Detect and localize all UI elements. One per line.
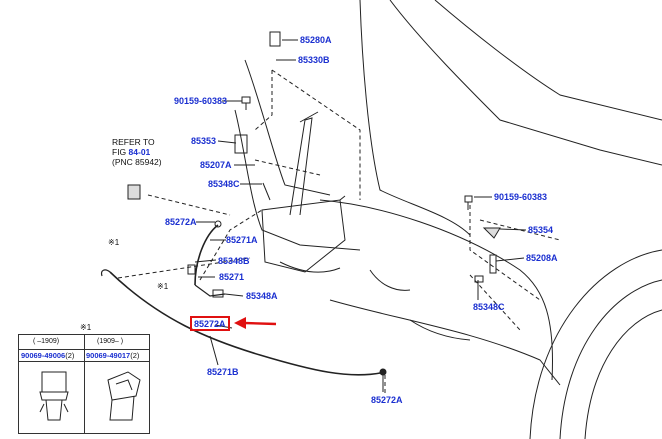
refer-note-fig-prefix: FIG bbox=[112, 147, 129, 157]
part-label-85330B[interactable]: 85330B bbox=[298, 55, 330, 65]
clip-85348B bbox=[187, 264, 196, 275]
part-label-85280A[interactable]: 85280A bbox=[300, 35, 332, 45]
part-label-85271[interactable]: 85271 bbox=[219, 272, 245, 282]
part-label-90159-60383-right[interactable]: 90159-60383 bbox=[494, 192, 548, 202]
body-line bbox=[359, 0, 471, 236]
part-label-85272A-highlighted[interactable]: 85272A bbox=[194, 319, 226, 329]
clip-85348A bbox=[212, 289, 224, 298]
inset-right-part-number[interactable]: 90069-49017 bbox=[86, 351, 131, 360]
bumper-line bbox=[319, 199, 553, 381]
panel-line bbox=[234, 109, 361, 251]
clip-85272A-1 bbox=[214, 220, 222, 228]
footnote-mark-3: ※1 bbox=[80, 323, 92, 332]
fog-opening bbox=[369, 269, 411, 291]
inset-left-qty: (2) bbox=[65, 351, 75, 360]
wheel-arch-inner bbox=[559, 279, 662, 439]
highlight-box bbox=[190, 316, 230, 331]
nozzle-85354 bbox=[482, 227, 501, 239]
hose-85271 bbox=[194, 224, 219, 286]
pump-85280A bbox=[269, 31, 281, 47]
refer-fig-link[interactable]: 84-01 bbox=[128, 147, 151, 157]
hood-edge bbox=[434, 0, 662, 121]
footnote-mark-1: ※1 bbox=[108, 238, 120, 247]
part-label-85348C-upper[interactable]: 85348C bbox=[208, 179, 240, 189]
part-label-85208A[interactable]: 85208A bbox=[526, 253, 558, 263]
refer-note-line2: FIG 84-01 bbox=[112, 147, 150, 157]
lower-grille bbox=[409, 319, 471, 341]
refer-note-line3: (PNC 85942) bbox=[112, 157, 162, 167]
inset-right-range: (1909– ) bbox=[97, 338, 124, 345]
inset-left-part-number[interactable]: 90069-49006 bbox=[21, 351, 66, 360]
panel-line2 bbox=[244, 59, 331, 196]
footnote-mark-2: ※1 bbox=[157, 282, 169, 291]
part-label-85272A-upper[interactable]: 85272A bbox=[165, 217, 197, 227]
bolt-90159-2 bbox=[464, 195, 473, 203]
refer-note-line1: REFER TO bbox=[112, 137, 155, 147]
part-label-85271A[interactable]: 85271A bbox=[226, 235, 258, 245]
part-label-85207A[interactable]: 85207A bbox=[200, 160, 232, 170]
hose-85208A bbox=[489, 254, 497, 274]
part-label-85348A[interactable]: 85348A bbox=[246, 291, 278, 301]
hose-85271B bbox=[109, 271, 386, 376]
bumper-lower bbox=[329, 299, 561, 386]
inset-divider bbox=[84, 335, 85, 433]
clip-drawing-right bbox=[107, 371, 141, 421]
part-label-85353[interactable]: 85353 bbox=[191, 136, 217, 146]
fender-outline bbox=[389, 0, 662, 166]
inset-clip-table: ( –1909) (1909– ) 90069-49006(2) 90069-4… bbox=[18, 334, 150, 434]
bracket-ref bbox=[127, 184, 141, 200]
washer-tank bbox=[261, 199, 346, 273]
part-label-85348B[interactable]: 85348B bbox=[218, 256, 250, 266]
part-label-85348C-right[interactable]: 85348C bbox=[473, 302, 505, 312]
wheel-arch-outer bbox=[529, 249, 662, 439]
bolt-90159-1 bbox=[241, 96, 251, 104]
inset-left-part[interactable]: 90069-49006(2) bbox=[21, 351, 74, 361]
part-label-90159-60383-upper[interactable]: 90159-60383 bbox=[174, 96, 228, 106]
inset-right-qty: (2) bbox=[130, 351, 140, 360]
inset-right-part[interactable]: 90069-49017(2) bbox=[86, 351, 139, 361]
pump-85353 bbox=[234, 134, 248, 154]
part-label-85354[interactable]: 85354 bbox=[528, 225, 554, 235]
part-label-85271B[interactable]: 85271B bbox=[207, 367, 239, 377]
grommet-85348C bbox=[474, 275, 484, 283]
highlight-arrow bbox=[234, 317, 277, 329]
part-label-85272A-lower[interactable]: 85272A bbox=[371, 395, 403, 405]
wheel-arch-inner2 bbox=[584, 309, 662, 439]
inset-left-range: ( –1909) bbox=[33, 338, 60, 345]
clip-drawing-left bbox=[39, 371, 69, 421]
clip-85272A-3 bbox=[379, 368, 387, 376]
